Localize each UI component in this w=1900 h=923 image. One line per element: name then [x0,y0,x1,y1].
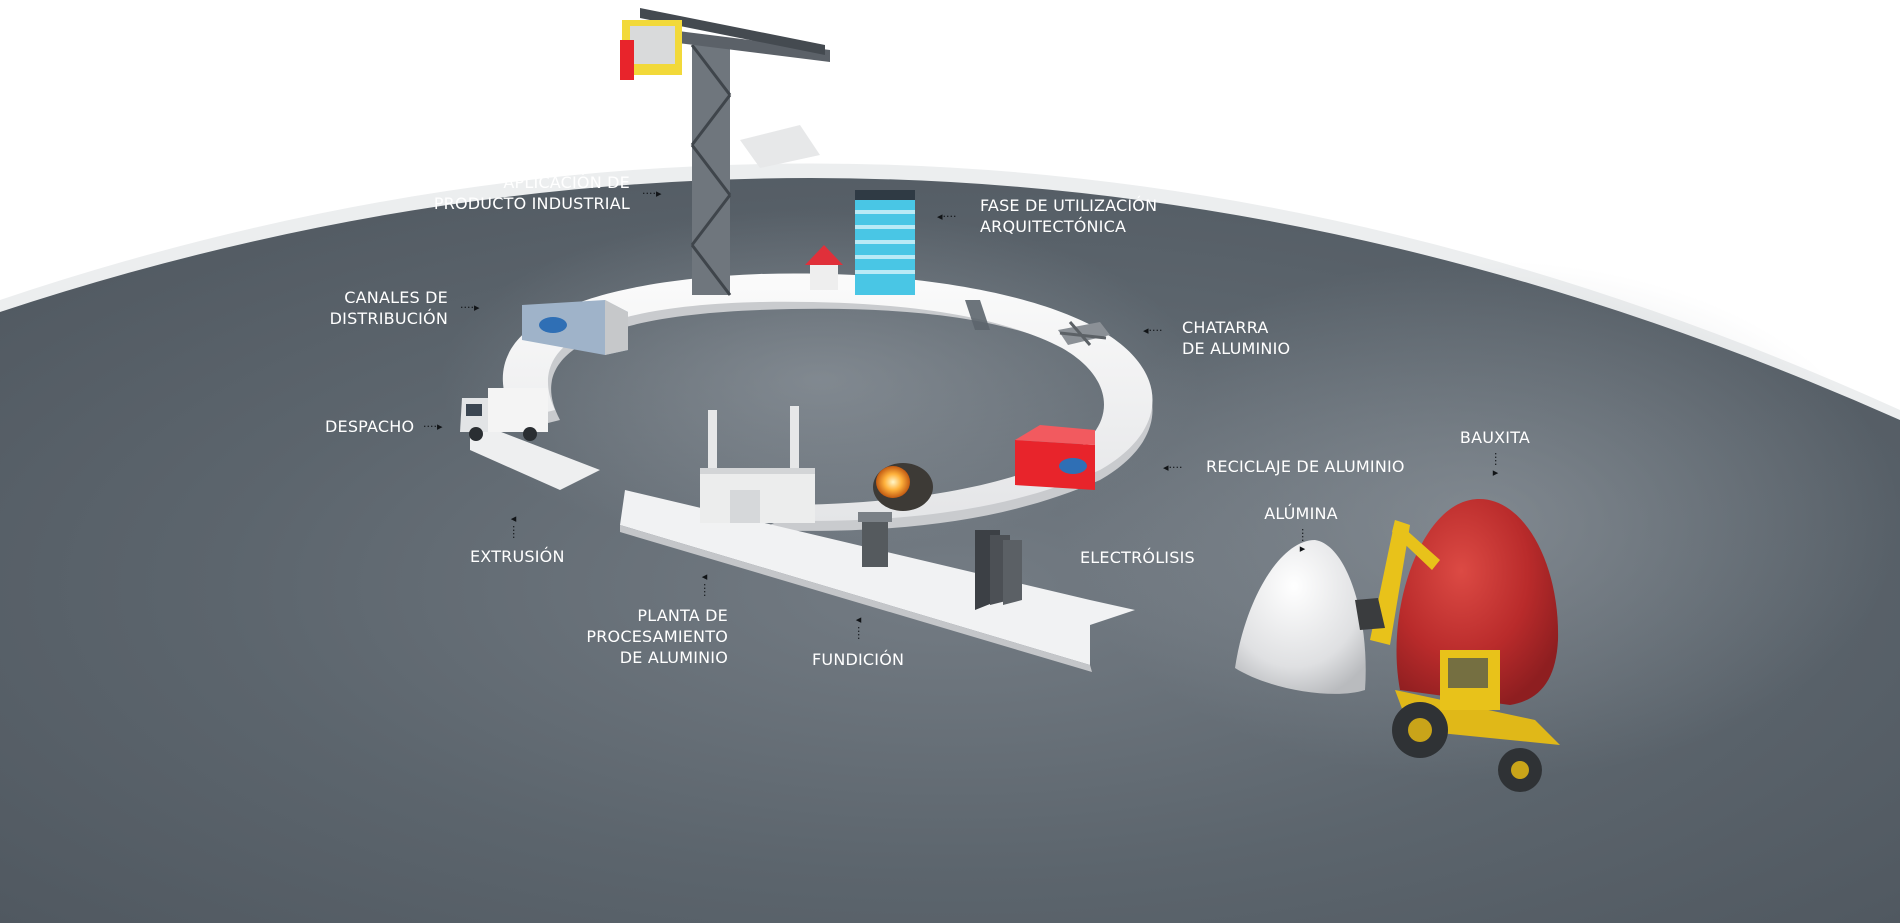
electrolysis-plates-icon [975,530,1022,610]
label-line: CHATARRA [1182,318,1269,337]
label-line: CANALES DE [344,288,448,307]
label-reciclaje: RECICLAJE DE ALUMINIO [1206,456,1405,477]
house-icon [805,245,843,290]
warehouse-icon [522,300,628,355]
label-chatarra: CHATARRA DE ALUMINIO [1182,317,1290,359]
label-planta: PLANTA DE PROCESAMIENTO DE ALUMINIO [560,605,728,668]
arrow-icon: ◂···· [507,512,520,539]
arrow-icon: ◂···· [1163,461,1183,474]
arrow-icon: ····▸ [423,420,443,433]
excavator-icon [1355,520,1560,792]
arrow-icon: ····▸ [460,301,480,314]
crane-icon [620,8,830,296]
arrow-icon: ◂···· [852,613,865,640]
scrap-metal-icon [1058,321,1110,346]
label-line: ELECTRÓLISIS [1080,548,1195,567]
label-line: PRODUCTO INDUSTRIAL [433,194,630,213]
label-aplicacion: APLICACIÓN DE PRODUCTO INDUSTRIAL [400,172,630,214]
label-line: DESPACHO [325,417,415,436]
label-alumina: ALÚMINA [1246,503,1356,524]
label-canales: CANALES DE DISTRIBUCIÓN [300,287,448,329]
arrow-icon: ◂···· [937,210,957,223]
label-line: EXTRUSIÓN [470,547,565,566]
bauxite-pile-icon [1396,499,1559,705]
arrow-icon: ····▸ [1489,452,1502,479]
label-fundicion: FUNDICIÓN [812,649,904,670]
label-line: RECICLAJE DE ALUMINIO [1206,457,1405,476]
label-line: PROCESAMIENTO [586,627,728,646]
label-line: ARQUITECTÓNICA [980,217,1127,236]
ground-disc [0,163,1900,923]
factory-icon [700,406,815,523]
label-line: DE ALUMINIO [619,648,728,667]
label-despacho: DESPACHO [325,416,414,437]
label-line: APLICACIÓN DE [503,173,630,192]
label-extrusion: EXTRUSIÓN [470,546,565,567]
arrow-icon: ····▸ [642,187,662,200]
label-electrolisis: ELECTRÓLISIS [1080,547,1195,568]
label-bauxita: BAUXITA [1440,427,1550,448]
label-fase: FASE DE UTILIZACIÓN ARQUITECTÓNICA [980,195,1157,237]
label-line: ALÚMINA [1264,504,1338,523]
label-line: BAUXITA [1459,428,1531,447]
alumina-pile-icon [1235,540,1366,694]
arrow-icon: ····▸ [1296,528,1309,555]
office-building-icon [855,190,915,295]
arrow-icon: ◂···· [1143,324,1163,337]
ladle-icon [858,463,933,567]
arrow-icon: ◂···· [698,570,711,597]
label-line: FUNDICIÓN [812,650,905,669]
label-line: PLANTA DE [637,606,728,625]
truck-icon [460,388,548,441]
label-line: FASE DE UTILIZACIÓN [980,196,1158,215]
label-line: DE ALUMINIO [1182,339,1291,358]
recycling-container-icon [1015,425,1095,490]
cycle-track [470,273,1153,672]
label-line: DISTRIBUCIÓN [329,309,448,328]
